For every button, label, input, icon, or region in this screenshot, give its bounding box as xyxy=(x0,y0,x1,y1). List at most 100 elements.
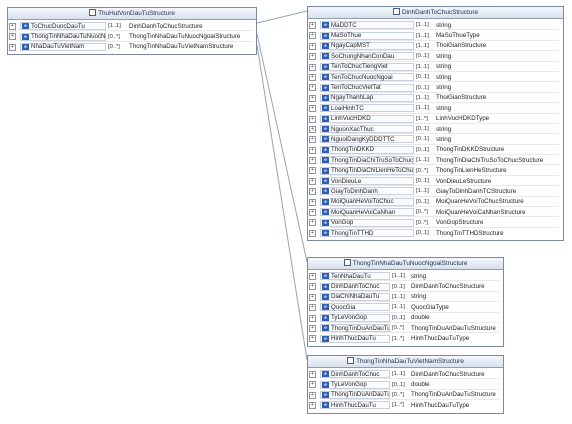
plus-icon[interactable]: + xyxy=(309,22,316,29)
plus-icon[interactable]: + xyxy=(309,188,316,196)
plus-icon[interactable]: + xyxy=(309,198,316,206)
element-row[interactable]: +eThongTinNhaDauTuNuocNgoai[0..*]ThongTi… xyxy=(9,31,252,43)
plus-icon[interactable]: + xyxy=(309,84,316,92)
plus-icon[interactable]: + xyxy=(309,136,316,144)
plus-icon[interactable]: + xyxy=(309,105,316,113)
plus-icon[interactable]: + xyxy=(9,43,16,51)
plus-icon[interactable]: + xyxy=(309,335,316,343)
plus-icon[interactable]: + xyxy=(309,53,316,61)
plus-icon[interactable]: + xyxy=(309,42,316,50)
plus-icon[interactable]: + xyxy=(9,23,16,30)
plus-icon[interactable]: + xyxy=(309,73,316,81)
plus-icon[interactable]: + xyxy=(309,32,316,40)
plus-icon[interactable]: + xyxy=(309,125,316,133)
plus-icon[interactable]: + xyxy=(9,33,16,41)
plus-icon[interactable]: + xyxy=(309,209,316,217)
plus-icon[interactable]: + xyxy=(309,283,316,291)
plus-icon[interactable]: + xyxy=(309,115,316,123)
plus-icon[interactable]: + xyxy=(309,219,316,227)
plus-icon[interactable]: + xyxy=(309,63,316,71)
plus-icon[interactable]: + xyxy=(309,304,316,312)
plus-icon[interactable]: + xyxy=(309,157,316,165)
plus-icon[interactable]: + xyxy=(309,314,316,322)
plus-icon[interactable]: + xyxy=(309,167,316,175)
plus-icon[interactable]: + xyxy=(309,293,316,301)
plus-icon[interactable]: + xyxy=(309,371,316,378)
plus-icon[interactable]: + xyxy=(309,402,316,410)
plus-icon[interactable]: + xyxy=(309,324,316,332)
plus-icon[interactable]: + xyxy=(309,229,316,237)
plus-icon[interactable]: + xyxy=(309,177,316,185)
plus-icon[interactable]: + xyxy=(309,381,316,389)
